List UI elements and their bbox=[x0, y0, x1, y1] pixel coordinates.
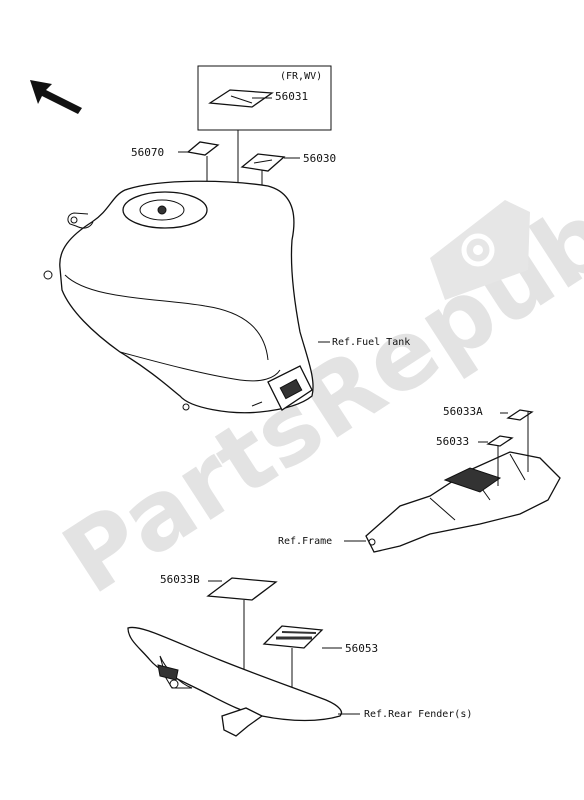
gear-icon bbox=[430, 200, 530, 300]
callout-56033: 56033 bbox=[436, 435, 469, 448]
callout-56033b: 56033B bbox=[160, 573, 200, 586]
callout-56070: 56070 bbox=[131, 146, 164, 159]
label-56070 bbox=[186, 141, 220, 156]
rear-fender bbox=[127, 626, 343, 737]
label-56033a bbox=[506, 409, 534, 421]
variant-box bbox=[197, 65, 332, 131]
front-direction-arrow-icon bbox=[30, 80, 82, 114]
callout-56053: 56053 bbox=[345, 642, 378, 655]
callout-56030: 56030 bbox=[303, 152, 336, 165]
label-56031 bbox=[208, 89, 274, 108]
fuel-tank bbox=[43, 180, 314, 414]
ref-fuel-tank: Ref.Fuel Tank bbox=[332, 337, 410, 348]
callout-56031: 56031 bbox=[275, 90, 308, 103]
label-56033b bbox=[206, 577, 278, 601]
variant-label: (FR,WV) bbox=[280, 71, 322, 82]
label-56053 bbox=[262, 625, 324, 649]
callout-56033a: 56033A bbox=[443, 405, 483, 418]
ref-frame: Ref.Frame bbox=[278, 536, 332, 547]
ref-rear-fender: Ref.Rear Fender(s) bbox=[364, 709, 472, 720]
label-56030 bbox=[240, 153, 286, 172]
rear-frame bbox=[365, 451, 561, 553]
label-56033 bbox=[486, 435, 514, 447]
